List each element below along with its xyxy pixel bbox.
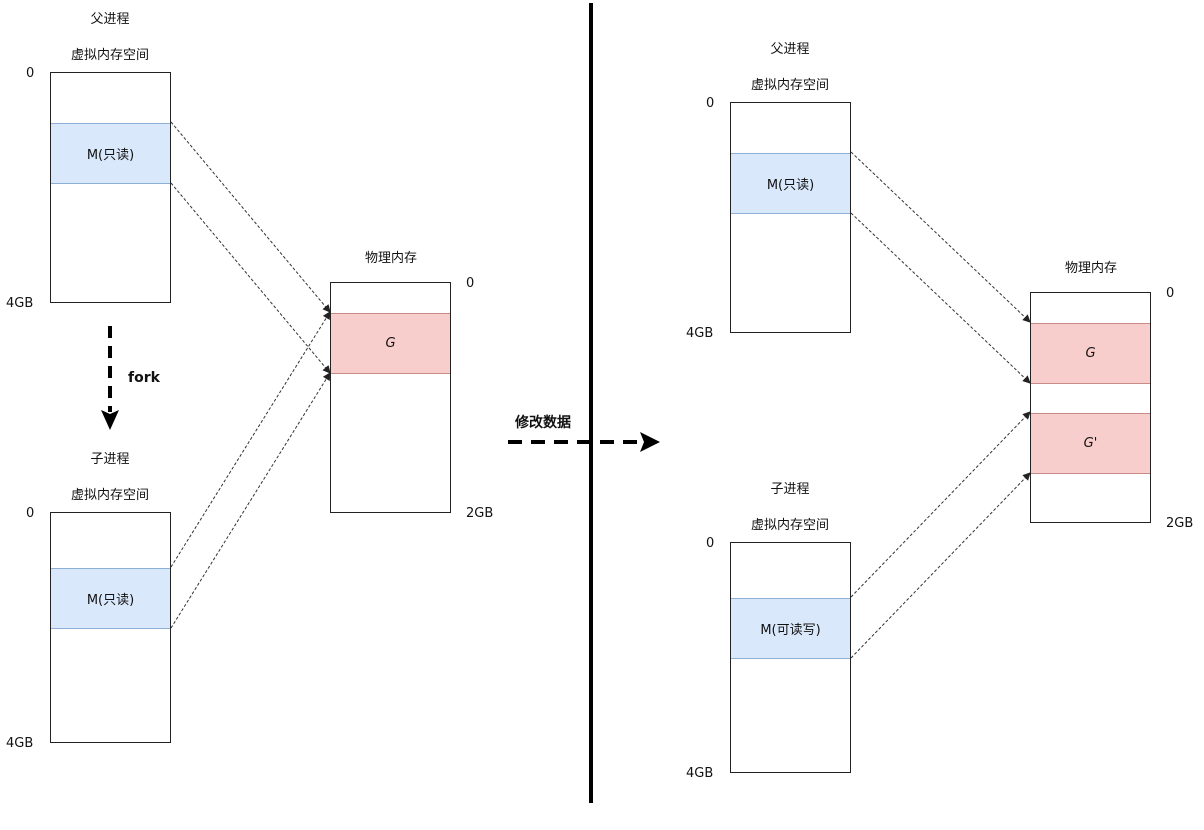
right-parent-map-top <box>850 151 1031 323</box>
left-parent-map-bottom <box>170 182 331 374</box>
left-child-region-m: M(只读) <box>51 568 170 629</box>
right-physical-title: 物理内存 <box>1064 261 1118 276</box>
left-physical-title: 物理内存 <box>364 251 418 266</box>
left-physical-region-label: G <box>385 336 396 351</box>
fork-label: fork <box>128 370 160 386</box>
right-child-map-bottom <box>850 472 1031 659</box>
left-physical-memory-box: G <box>330 282 451 513</box>
left-physical-addr-bottom: 2GB <box>466 506 494 521</box>
modify-arrow-head <box>640 432 660 452</box>
left-parent-map-top <box>170 121 331 313</box>
right-child-region-m: M(可读写) <box>731 598 850 659</box>
left-child-map-top <box>170 311 331 568</box>
right-physical-memory-box: G G' <box>1030 292 1151 523</box>
left-child-region-label: M(只读) <box>86 593 135 608</box>
left-physical-addr-top: 0 <box>466 276 475 291</box>
right-physical-region-g: G <box>1031 323 1150 384</box>
right-physical-region-g-prime-label: G' <box>1083 436 1098 451</box>
left-child-addr-top: 0 <box>26 506 35 521</box>
right-physical-addr-top: 0 <box>1166 286 1175 301</box>
left-parent-region-m: M(只读) <box>51 123 170 184</box>
left-child-virtual-memory-box: M(只读) <box>50 512 171 743</box>
right-child-addr-bottom: 4GB <box>686 766 714 781</box>
right-physical-region-g-prime: G' <box>1031 413 1150 474</box>
right-parent-addr-bottom: 4GB <box>686 326 714 341</box>
left-child-addr-bottom: 4GB <box>6 736 34 751</box>
right-child-addr-top: 0 <box>706 536 715 551</box>
fork-arrow-head <box>101 410 119 430</box>
right-child-region-label: M(可读写) <box>760 623 821 638</box>
right-parent-region-m: M(只读) <box>731 153 850 214</box>
right-parent-space-label: 虚拟内存空间 <box>750 78 830 93</box>
left-child-title: 子进程 <box>90 452 130 467</box>
right-child-space-label: 虚拟内存空间 <box>750 518 830 533</box>
left-physical-region-g: G <box>331 313 450 374</box>
right-physical-region-g-label: G <box>1085 346 1096 361</box>
right-parent-addr-top: 0 <box>706 96 715 111</box>
right-parent-map-bottom <box>850 212 1031 384</box>
left-parent-title: 父进程 <box>90 12 130 27</box>
right-child-virtual-memory-box: M(可读写) <box>730 542 851 773</box>
right-parent-virtual-memory-box: M(只读) <box>730 102 851 333</box>
left-parent-virtual-memory-box: M(只读) <box>50 72 171 303</box>
right-child-title: 子进程 <box>770 482 810 497</box>
left-child-map-bottom <box>170 372 331 629</box>
left-child-space-label: 虚拟内存空间 <box>70 488 150 503</box>
left-parent-addr-top: 0 <box>26 66 35 81</box>
right-child-map-top <box>850 411 1031 598</box>
transition-label: 修改数据 <box>515 415 571 431</box>
left-parent-addr-bottom: 4GB <box>6 296 34 311</box>
right-parent-title: 父进程 <box>770 42 810 57</box>
right-parent-region-label: M(只读) <box>766 178 815 193</box>
right-physical-addr-bottom: 2GB <box>1166 516 1194 531</box>
left-parent-space-label: 虚拟内存空间 <box>70 48 150 63</box>
left-parent-region-label: M(只读) <box>86 148 135 163</box>
